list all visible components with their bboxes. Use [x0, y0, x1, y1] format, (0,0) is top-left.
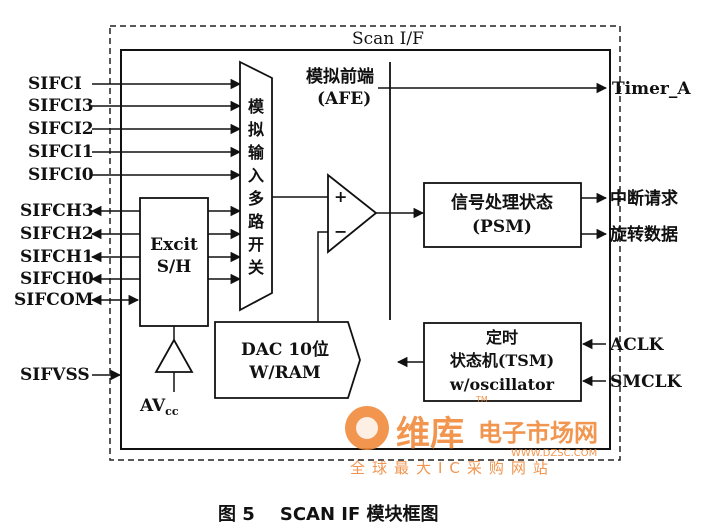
mux-char-3: 输	[248, 143, 265, 162]
comparator	[327, 173, 378, 254]
label-sifci0: SIFCI0	[28, 165, 94, 185]
mux-char-6: 路	[248, 212, 265, 231]
label-rotation-data: 旋转数据	[609, 224, 678, 245]
psm-block	[423, 182, 582, 248]
tsm-block	[423, 322, 582, 402]
label-sifvss: SIFVSS	[20, 365, 90, 385]
mux-char-5: 多	[248, 189, 264, 208]
tsm-label-1: 定时	[485, 328, 518, 347]
excit-label: Excit	[150, 235, 198, 255]
watermark-url: WWW.DZSC.COM	[511, 448, 597, 459]
label-smclk: SMCLK	[610, 372, 683, 392]
excit-sh-block	[139, 197, 209, 327]
watermark-tm: TM	[475, 395, 488, 404]
watermark-slogan: 全球最大IC采购网站	[350, 459, 555, 477]
label-interrupt: 中断请求	[610, 188, 678, 209]
dac-to-comparator	[317, 231, 328, 322]
mux-char-8: 关	[248, 258, 264, 277]
comparator-minus: −	[334, 222, 347, 241]
label-sifch0: SIFCH0	[20, 269, 94, 289]
label-sifch1: SIFCH1	[20, 247, 94, 267]
scan-if-dashed-boundary	[109, 25, 621, 461]
dac-sublabel: W/RAM	[248, 363, 321, 383]
label-sifci1: SIFCI1	[28, 142, 94, 162]
label-sifch3: SIFCH3	[20, 201, 94, 221]
label-sifcom: SIFCOM	[14, 290, 94, 310]
sh-label: S/H	[157, 257, 192, 277]
watermark-market: 电子市场网	[478, 419, 598, 447]
comparator-plus: +	[334, 187, 347, 206]
mux-char-1: 模	[248, 97, 265, 116]
avcc-buffer-triangle	[154, 338, 194, 373]
label-sifci: SIFCI	[28, 74, 82, 94]
tsm-label-2: 状态机(TSM)	[450, 351, 554, 370]
label-aclk: ACLK	[609, 335, 665, 355]
psm-sublabel: (PSM)	[472, 217, 532, 237]
dac-block	[214, 321, 361, 399]
mux-char-7: 开	[248, 235, 264, 254]
afe-title: 模拟前端	[306, 66, 374, 87]
afe-subtitle: (AFE)	[317, 89, 371, 109]
watermark: 维库 电子市场网 TM WWW.DZSC.COM 全球最大IC采购网站	[345, 395, 598, 477]
mux-char-2: 拟	[248, 120, 264, 139]
analog-mux	[239, 60, 273, 312]
label-sifch2: SIFCH2	[20, 224, 94, 244]
psm-label: 信号处理状态	[451, 192, 553, 213]
avcc-label: AVcc	[139, 396, 179, 418]
label-sifci3: SIFCI3	[28, 96, 94, 116]
watermark-brand: 维库	[396, 414, 464, 454]
tsm-label-3: w/oscillator	[449, 375, 555, 394]
label-sifci2: SIFCI2	[28, 119, 94, 139]
dac-label: DAC 10位	[241, 339, 329, 360]
figure-caption: 图 5 SCAN IF 模块框图	[218, 503, 439, 525]
scan-if-title: Scan I/F	[352, 29, 424, 49]
mux-char-4: 入	[248, 166, 264, 185]
label-timer-a: Timer_A	[612, 79, 691, 99]
